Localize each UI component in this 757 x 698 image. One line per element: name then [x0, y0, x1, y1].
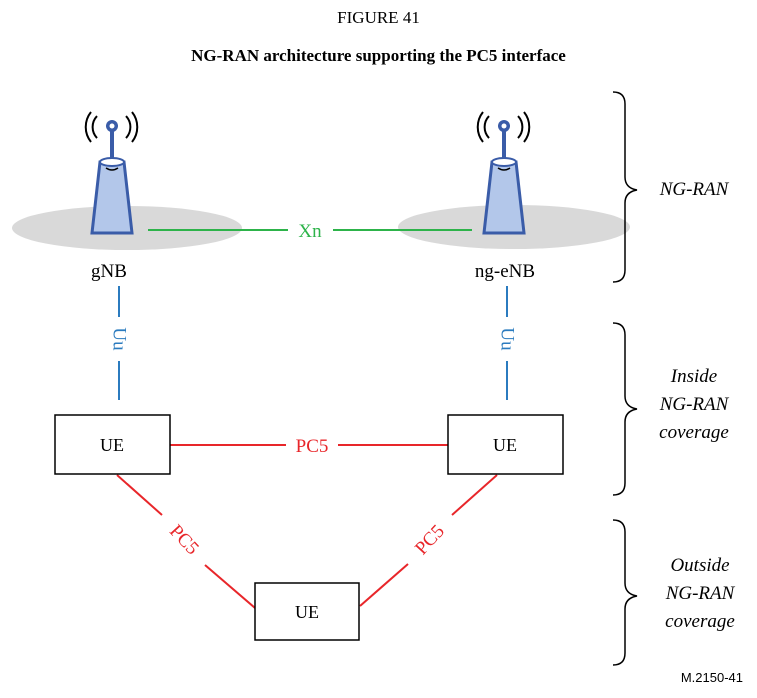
region-outside-line2: NG-RAN — [665, 583, 736, 604]
ngenb-antenna-icon — [476, 111, 531, 235]
xn-label: Xn — [298, 221, 322, 242]
ue-label-bottom: UE — [295, 602, 319, 622]
pc5-link-left-upper — [116, 474, 163, 516]
ue-box-right — [447, 414, 564, 475]
figure-number: FIGURE 41 — [337, 8, 420, 27]
gnb-antenna-icon — [84, 111, 139, 235]
ue-label-right: UE — [493, 435, 517, 455]
ngenb-label: ng-eNB — [475, 261, 535, 282]
pc5-link-right-upper — [451, 474, 498, 516]
ue-box-bottom — [254, 582, 360, 641]
region-outside-line3: coverage — [665, 611, 735, 632]
pc5-link-right-lower — [359, 563, 409, 607]
pc5-label-top: PC5 — [296, 436, 329, 457]
ue-label-left: UE — [100, 435, 124, 455]
region-inside-line1: Inside — [670, 366, 717, 387]
uu-label-left: Uu — [109, 327, 130, 351]
figure-title: NG-RAN architecture supporting the PC5 i… — [191, 46, 566, 65]
brace-inside — [612, 322, 638, 496]
brace-ngran — [612, 91, 638, 283]
pc5-link-left-lower — [204, 564, 256, 609]
pc5-label-right: PC5 — [411, 521, 449, 559]
region-inside-line3: coverage — [659, 422, 729, 443]
region-inside-line2: NG-RAN — [659, 394, 730, 415]
region-ngran-label: NG-RAN — [659, 179, 730, 200]
pc5-label-left: PC5 — [165, 521, 203, 559]
ue-box-left — [54, 414, 171, 475]
uu-label-right: Uu — [497, 327, 518, 351]
gnb-label: gNB — [91, 261, 127, 282]
brace-outside — [612, 519, 638, 666]
figure-reference: M.2150-41 — [680, 670, 743, 685]
region-outside-line1: Outside — [670, 555, 729, 576]
